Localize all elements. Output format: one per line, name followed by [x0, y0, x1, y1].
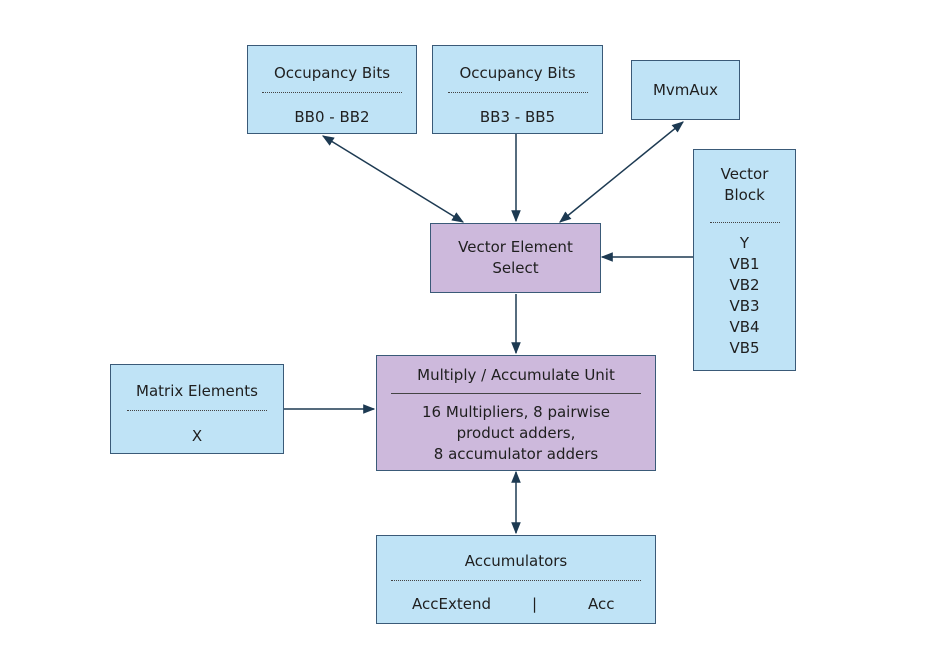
occupancy-a-title: Occupancy Bits [273, 64, 391, 82]
occupancy-b-title: Occupancy Bits [459, 64, 576, 82]
occupancy-a-divider [262, 92, 402, 93]
mac-divider [391, 393, 641, 394]
vector-block-item-vb1: VB1 [729, 255, 760, 273]
vector-block-item-vb3: VB3 [729, 297, 760, 315]
matrix-title: Matrix Elements [136, 382, 258, 400]
mac-line2: product adders, [456, 424, 576, 442]
matrix-value: X [191, 427, 203, 445]
vector-block-item-vb4: VB4 [729, 318, 760, 336]
occupancy-b-divider [447, 92, 588, 93]
arrow-mvmaux-to-select [559, 121, 684, 223]
vector-block-box: Vector Block Y VB1 VB2 VB3 VB4 VB5 [693, 149, 796, 371]
vector-block-item-vb5: VB5 [729, 339, 760, 357]
vector-select-line1: Vector Element [458, 238, 573, 256]
vector-select-line2: Select [492, 259, 539, 277]
accumulators-acc-extend: AccExtend [412, 595, 491, 613]
vector-block-item-vb2: VB2 [729, 276, 760, 294]
arrow-occupancy-a-to-select [321, 135, 465, 223]
occupancy-bits-bb3-bb5-box: Occupancy Bits BB3 - BB5 [432, 45, 603, 134]
accumulators-separator: | [532, 595, 538, 613]
vector-block-item-y: Y [739, 234, 750, 252]
occupancy-b-range: BB3 - BB5 [479, 108, 556, 126]
mac-line1: 16 Multipliers, 8 pairwise [422, 403, 610, 421]
accumulators-divider [391, 580, 641, 581]
mvmaux-box: MvmAux [631, 60, 740, 120]
occupancy-a-range: BB0 - BB2 [294, 108, 370, 126]
vector-block-divider [709, 222, 780, 223]
mac-line3: 8 accumulator adders [433, 445, 599, 463]
occupancy-bits-bb0-bb2-box: Occupancy Bits BB0 - BB2 [247, 45, 417, 134]
matrix-elements-box: Matrix Elements X [110, 364, 284, 454]
vector-block-title-line2: Block [724, 186, 765, 204]
accumulators-acc: Acc [588, 595, 615, 613]
vector-block-title-line1: Vector [720, 165, 769, 183]
accumulators-box: Accumulators AccExtend | Acc [376, 535, 656, 624]
mac-title: Multiply / Accumulate Unit [417, 366, 615, 384]
mvmaux-title: MvmAux [652, 80, 719, 99]
matrix-divider [127, 410, 267, 411]
multiply-accumulate-unit-box: Multiply / Accumulate Unit 16 Multiplier… [376, 355, 656, 471]
vector-element-select-box: Vector Element Select [430, 223, 601, 293]
accumulators-title: Accumulators [464, 552, 568, 570]
